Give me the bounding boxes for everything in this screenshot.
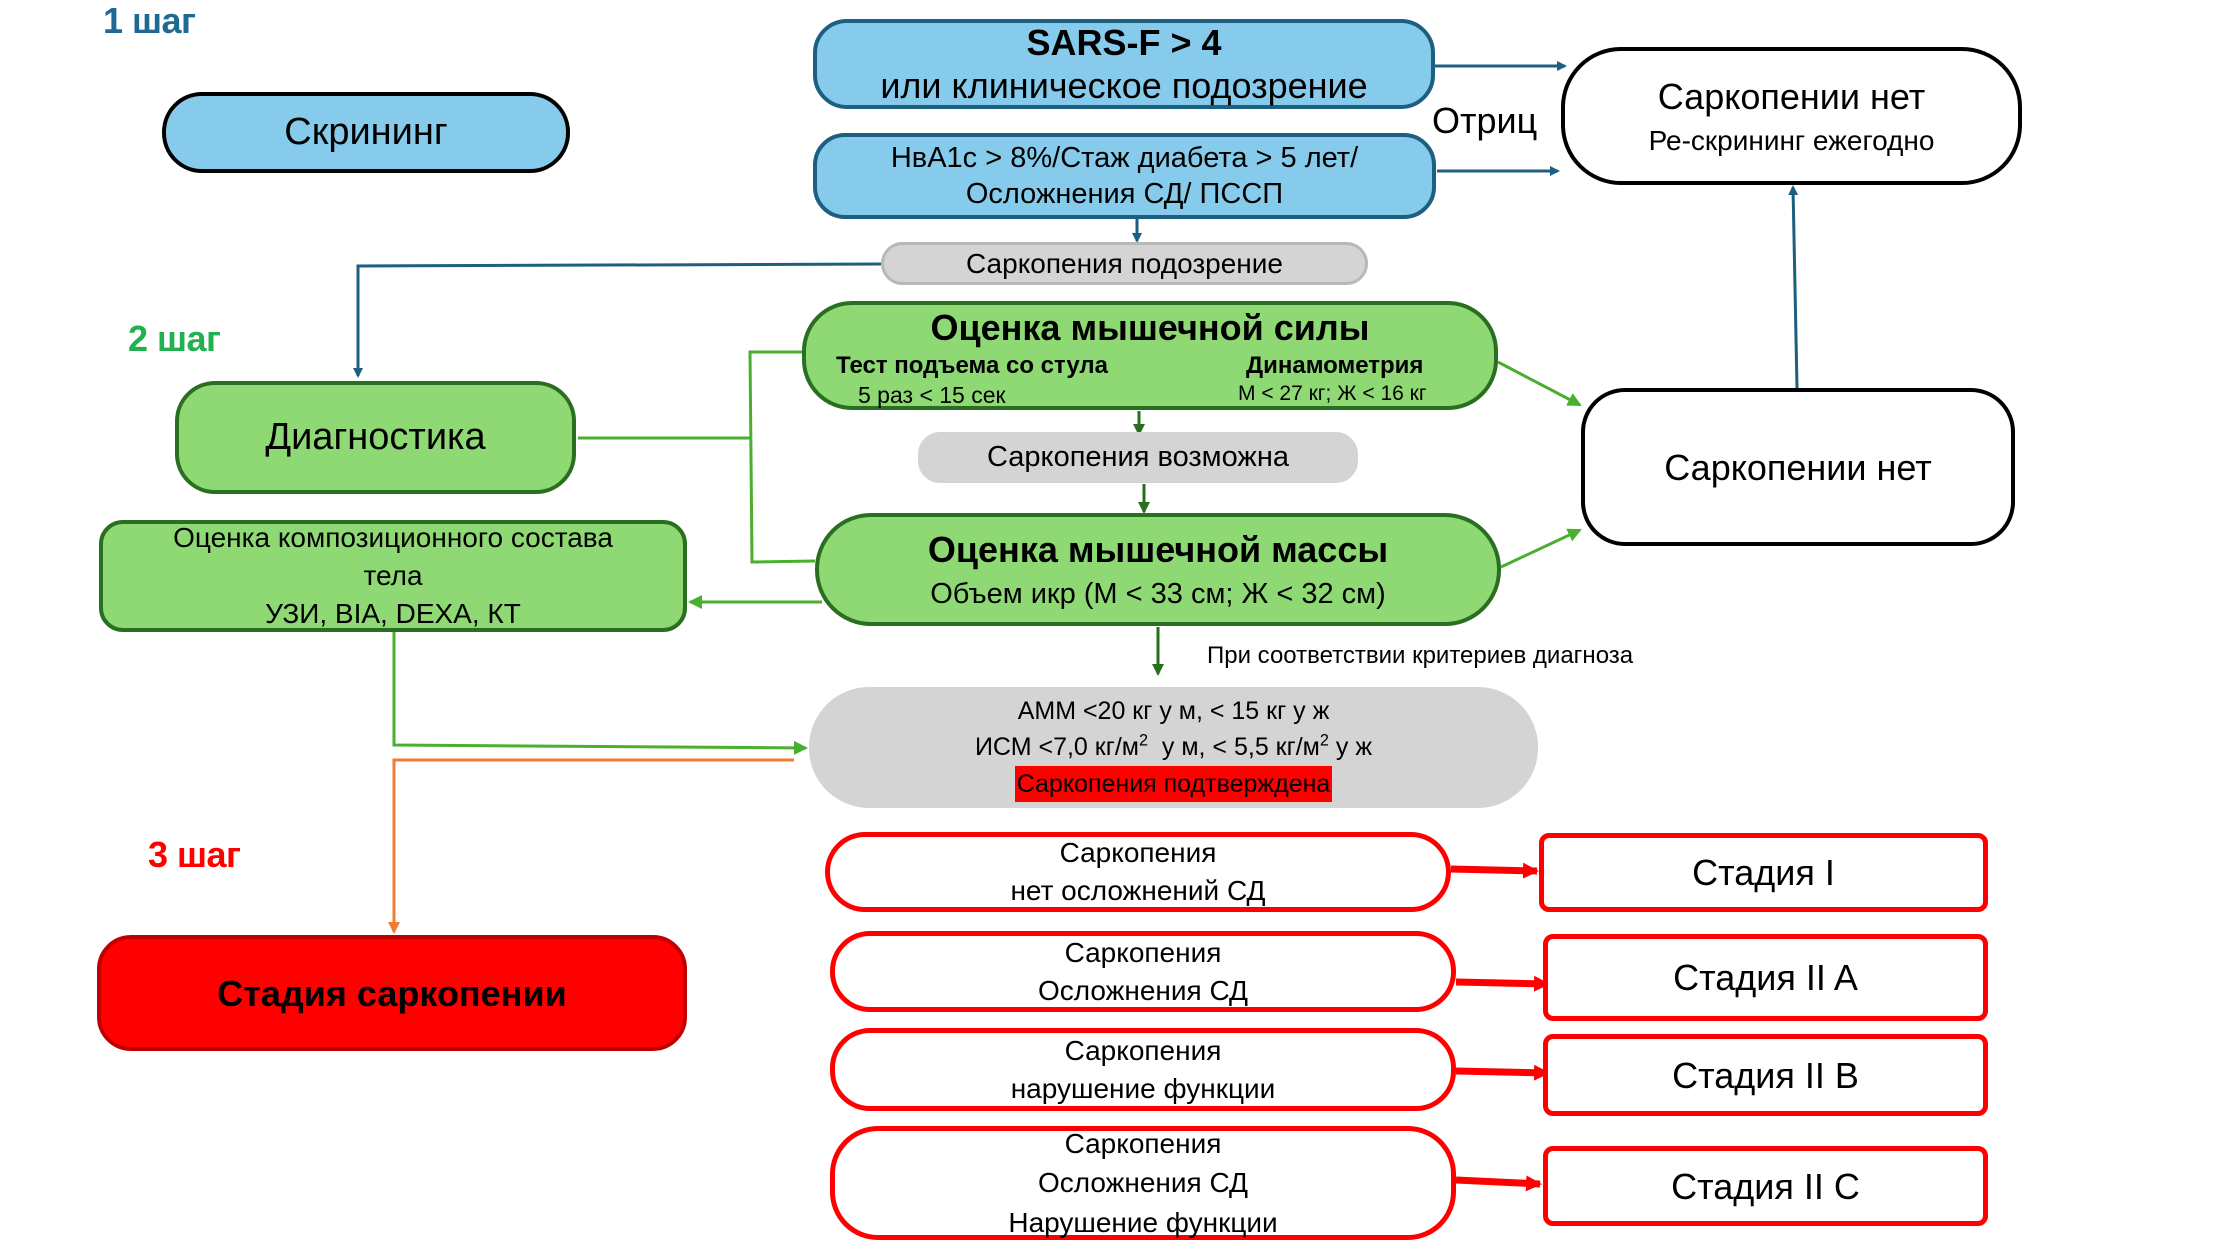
arrow-confirm-to-stage-root [388, 758, 794, 934]
stage-node: Стадия II A [1543, 934, 1988, 1021]
stage-root-label: Стадия саркопении [217, 972, 567, 1014]
suspicion-label: Саркопения подозрение [966, 248, 1283, 279]
body-composition-line1: Оценка композиционного состава [173, 522, 613, 554]
muscle-strength-node: Оценка мышечной силы Тест подъема со сту… [802, 301, 1498, 410]
dynamometry-title: Динамометрия [1246, 352, 1424, 379]
chair-test: Тест подъема со стула 5 раз < 15 сек [836, 351, 1156, 410]
condition-line1: Саркопения [1059, 837, 1217, 869]
muscle-mass-node: Оценка мышечной массы Объем икр (М < 33 … [815, 513, 1501, 626]
condition-line3: Нарушение функции [1008, 1206, 1278, 1238]
condition-node: Саркопения нет осложнений СД [825, 832, 1451, 912]
body-composition-line2: тела [363, 560, 423, 592]
amm-criteria: АММ <20 кг у м, < 15 кг у ж [1017, 697, 1330, 726]
body-composition-node: Оценка композиционного состава тела УЗИ,… [99, 520, 687, 632]
screening-label: Скрининг [284, 110, 448, 153]
arrow-no-sarcopenia-up [1788, 185, 1799, 389]
line-bracket-vertical [748, 350, 816, 564]
ism-criteria: ИСМ <7,0 кг/м2 у м, < 5,5 кг/м2 у ж [975, 729, 1372, 765]
step-3-label: 3 шаг [148, 834, 241, 875]
step-2-label: 2 шаг [128, 318, 221, 359]
body-composition-methods: УЗИ, BIA, DEXA, КТ [265, 597, 521, 629]
chair-test-value: 5 раз < 15 сек [858, 382, 1006, 408]
arrow-mass-to-no-sarcopenia [1500, 528, 1582, 569]
criteria-label: При соответствии критериев диагноза [1207, 642, 1634, 669]
confirmation-node: АММ <20 кг у м, < 15 кг у ж ИСМ <7,0 кг/… [809, 687, 1538, 808]
condition-node: Саркопения Осложнения СД [830, 931, 1456, 1012]
negative-label: Отриц [1432, 100, 1538, 141]
sarsf-node: SARS-F > 4 или клиническое подозрение [813, 19, 1435, 109]
possible-node: Саркопения возможна [918, 432, 1358, 483]
condition-line1: Саркопения [1064, 936, 1222, 968]
ism-prefix: ИСМ <7,0 кг/м [974, 733, 1139, 762]
condition-line1: Саркопения [1064, 1128, 1222, 1160]
risk-factors-line2: Осложнения СД/ ПССП [965, 178, 1284, 210]
arrow-condition-1 [1450, 862, 1539, 879]
chair-test-title: Тест подъема со стула [836, 352, 1109, 379]
suspicion-node: Саркопения подозрение [881, 242, 1368, 285]
ism-sup2: 2 [1319, 732, 1329, 751]
stage-node: Стадия II C [1543, 1146, 1988, 1226]
step-1-label: 1 шаг [103, 0, 196, 41]
condition-line2: Осложнения СД [1037, 974, 1249, 1006]
risk-factors-line1: НвА1с > 8%/Стаж диабета > 5 лет/ [890, 141, 1359, 174]
sarsf-subtitle: или клиническое подозрение [880, 65, 1368, 106]
no-sarcopenia-rescreen-node: Саркопении нет Ре-скрининг ежегодно [1561, 47, 2022, 185]
arrow-condition-2 [1455, 975, 1550, 992]
arrow-body-composition-to-confirm [392, 632, 808, 755]
risk-factors-node: НвА1с > 8%/Стаж диабета > 5 лет/ Осложне… [813, 133, 1436, 219]
condition-line2: Осложнения СД [1037, 1167, 1249, 1199]
diagnostics-label: Диагностика [265, 415, 486, 458]
stage-label: Стадия II B [1672, 1054, 1859, 1096]
rescreen-subtitle: Ре-скрининг ежегодно [1648, 125, 1935, 156]
arrow-condition-3 [1455, 1064, 1550, 1081]
ism-mid: у м, < 5,5 кг/м [1148, 733, 1320, 762]
condition-node: Саркопения Осложнения СД Нарушение функц… [830, 1126, 1456, 1240]
condition-line1: Саркопения [1064, 1034, 1222, 1066]
sarsf-title: SARS-F > 4 [1026, 21, 1222, 63]
dynamometry: Динамометрия М < 27 кг; Ж < 16 кг [1238, 351, 1498, 407]
no-sarcopenia-title: Саркопении нет [1657, 76, 1926, 117]
no-sarcopenia-label: Саркопении нет [1664, 446, 1932, 488]
condition-node: Саркопения нарушение функции [830, 1028, 1456, 1111]
dynamometry-value: М < 27 кг; Ж < 16 кг [1238, 382, 1427, 405]
muscle-strength-title: Оценка мышечной силы [930, 307, 1370, 348]
stage-root-node: Стадия саркопении [97, 935, 687, 1051]
ism-suffix: у ж [1328, 733, 1373, 762]
arrow-condition-4 [1455, 1175, 1542, 1192]
possible-label: Саркопения возможна [987, 441, 1289, 474]
muscle-mass-subtitle: Объем икр (М < 33 см; Ж < 32 см) [930, 577, 1386, 610]
condition-line2: нарушение функции [1010, 1072, 1276, 1104]
stage-node: Стадия I [1539, 833, 1988, 912]
stage-node: Стадия II B [1543, 1034, 1988, 1116]
no-sarcopenia-node: Саркопении нет [1581, 388, 2015, 546]
ism-sup1: 2 [1138, 732, 1149, 751]
screening-node: Скрининг [162, 92, 570, 173]
confirmed-badge: Саркопения подтверждена [1014, 765, 1333, 802]
stage-label: Стадия II A [1673, 957, 1858, 998]
arrow-strength-to-no-sarcopenia [1497, 360, 1582, 407]
stage-label: Стадия I [1692, 852, 1835, 893]
muscle-mass-title: Оценка мышечной массы [927, 528, 1389, 570]
condition-line2: нет осложнений СД [1010, 875, 1266, 906]
stage-label: Стадия II C [1671, 1165, 1860, 1207]
diagnostics-node: Диагностика [175, 381, 576, 494]
